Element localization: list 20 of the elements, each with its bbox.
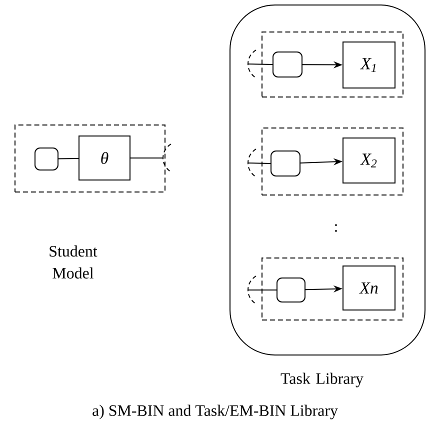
caption-text: Student Model [50,245,98,279]
rounded-block [272,52,302,78]
rounded-block [276,278,306,302]
library-panel [230,4,426,356]
dashed-frame [262,128,404,196]
connector [58,158,79,160]
caption-text: Task Library [280,372,364,388]
connector [248,162,271,164]
rounded-block [34,148,58,170]
connector [248,64,273,65]
variable-box: X$_{2}$ [342,138,396,184]
caption: a) SM-BIN and Task/EM-BIN Library [92,404,338,420]
dashed-frame [14,124,166,192]
variable-box: θ [78,136,130,180]
rounded-block [270,150,300,176]
dashed-frame [262,32,404,98]
variable-box: Xn [342,266,396,310]
dashed-frame [262,258,404,320]
ellipsis-mark: : [335,224,337,232]
variable-box: X$_{1}$ [342,42,396,88]
